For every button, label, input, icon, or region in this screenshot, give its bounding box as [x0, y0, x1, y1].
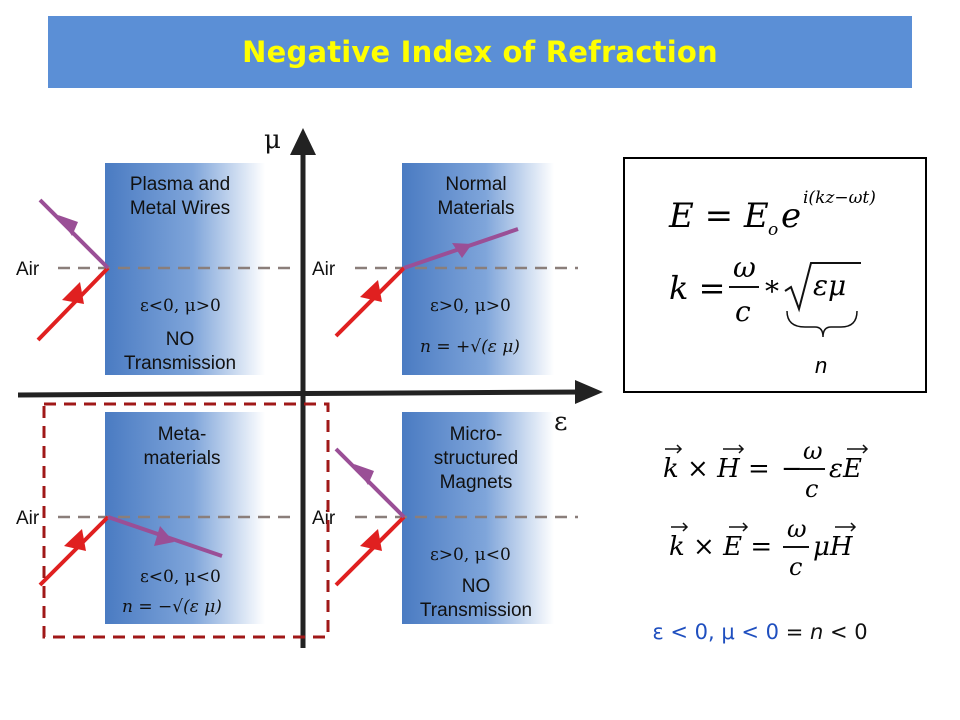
bottom-right-label-3: Magnets	[440, 472, 513, 493]
wave-eq-base: e	[781, 196, 801, 236]
wave-equation-box: E = E o e i(kz−ωt) k = ω c * εμ n	[623, 157, 927, 393]
rays-top-right	[334, 227, 519, 338]
statement-lt0: < 0	[830, 620, 868, 644]
k-eq-denominator: c	[735, 295, 751, 328]
bottom-right-note-2: Transmission	[420, 600, 532, 621]
maxwell-eq1-sign: −	[781, 454, 803, 484]
air-label-bottom-right: Air	[312, 508, 336, 529]
statement-equals: =	[785, 620, 804, 644]
bottom-right-label-2: structured	[434, 448, 518, 469]
maxwell-eq1-num: ω	[803, 437, 823, 465]
k-eq-radicand: εμ	[813, 269, 846, 302]
top-left-label-2: Metal Wires	[130, 198, 230, 219]
epsilon-axis-arrowhead	[575, 380, 603, 404]
rays-bottom-right	[334, 447, 406, 587]
bottom-right-label-1: Micro-	[450, 424, 503, 445]
maxwell-eq2-vector-arrows	[671, 522, 749, 532]
top-left-label-1: Plasma and	[130, 174, 230, 195]
mu-axis-label: μ	[264, 125, 281, 155]
statement-epsilon-mu: ε < 0, μ < 0	[652, 620, 780, 644]
wave-eq-subscript: o	[768, 220, 778, 240]
bottom-left-label-1: Meta-	[158, 424, 207, 445]
bottom-left-n-formula: n = −√(ε μ)	[122, 597, 222, 617]
k-eq-star: *	[765, 275, 779, 308]
mu-axis-arrowhead	[290, 128, 316, 155]
epsilon-axis	[17, 389, 586, 398]
metamaterial-highlight-box	[42, 402, 330, 639]
top-right-label-1: Normal	[445, 174, 506, 195]
maxwell-eq2-lhs: k × E =	[669, 532, 772, 562]
bottom-left-condition: ε<0, μ<0	[140, 567, 221, 587]
bottom-left-label-2: materials	[143, 448, 220, 469]
top-left-condition: ε<0, μ>0	[140, 296, 221, 316]
negative-index-statement: ε < 0, μ < 0 = n < 0	[610, 620, 910, 644]
underbrace	[786, 310, 858, 338]
maxwell-eq1-lhs: k × H =	[663, 454, 770, 484]
epsilon-axis-label: ε	[554, 407, 567, 437]
top-left-note-1: NO	[166, 329, 195, 350]
wave-eq-exponent: i(kz−ωt)	[803, 188, 876, 208]
statement-n: n	[810, 620, 824, 644]
n-label: n	[815, 353, 827, 378]
top-right-condition: ε>0, μ>0	[430, 296, 511, 316]
air-label-top-right: Air	[312, 259, 336, 280]
maxwell-eq2-rhs-arrow	[835, 522, 857, 532]
maxwell-eq2-num: ω	[787, 515, 807, 543]
page-title: Negative Index of Refraction	[242, 35, 718, 69]
title-bar: Negative Index of Refraction	[48, 16, 912, 88]
maxwell-eq1-rhs: εE	[829, 454, 862, 484]
maxwell-eq1-vector-arrows	[665, 444, 745, 454]
top-right-label-2: Materials	[437, 198, 514, 219]
quadrant-diagram: μ ε Air Air Air Air Plasma and Metal Wir…	[16, 125, 603, 648]
sqrt-symbol	[784, 262, 861, 313]
maxwell-equations: k × H = − ω c εE k × E = ω c μH	[663, 437, 869, 581]
k-eq-lhs: k =	[669, 269, 725, 307]
air-label-top-left: Air	[16, 259, 40, 280]
maxwell-eq1-den: c	[805, 475, 818, 503]
bottom-right-condition: ε>0, μ<0	[430, 545, 511, 565]
maxwell-eq2-den: c	[789, 553, 802, 581]
air-label-bottom-left: Air	[16, 508, 40, 529]
maxwell-eq1-rhs-arrow	[847, 444, 869, 454]
rays-top-left	[36, 198, 110, 342]
top-left-note-2: Transmission	[124, 353, 236, 374]
top-right-n-formula: n = +√(ε μ)	[420, 337, 520, 357]
wave-eq-lhs: E = E	[668, 196, 769, 236]
bottom-right-note-1: NO	[462, 576, 491, 597]
rays-bottom-left	[38, 515, 223, 587]
maxwell-eq2-rhs: μH	[813, 532, 854, 562]
k-eq-numerator: ω	[733, 251, 756, 284]
